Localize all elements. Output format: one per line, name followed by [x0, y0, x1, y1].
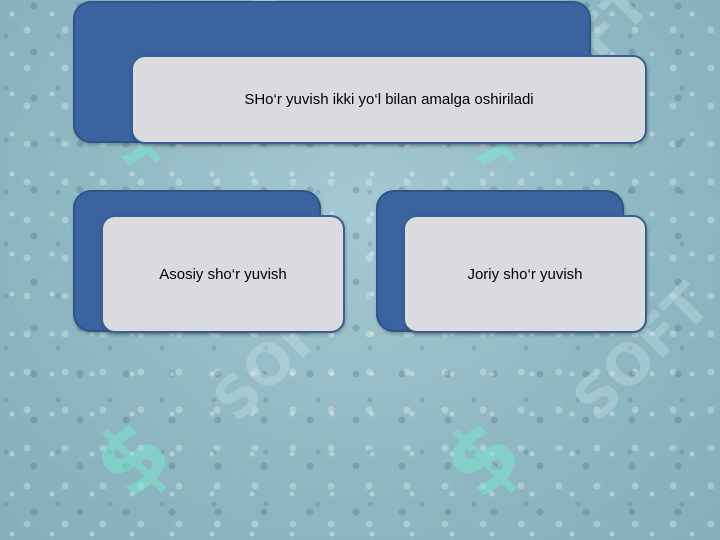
child-node-asosiy: Asosiy sho‘r yuvish: [101, 215, 345, 333]
child-node-label: Asosiy sho‘r yuvish: [159, 265, 287, 283]
watermark-dollar-icon: $: [71, 398, 193, 519]
root-node: SHo‘r yuvish ikki yo‘l bilan amalga oshi…: [131, 55, 647, 144]
child-node-label: Joriy sho‘r yuvish: [467, 265, 583, 283]
watermark-dollar-icon: $: [421, 398, 543, 519]
child-node-joriy: Joriy sho‘r yuvish: [403, 215, 647, 333]
root-node-label: SHo‘r yuvish ikki yo‘l bilan amalga oshi…: [244, 91, 534, 108]
